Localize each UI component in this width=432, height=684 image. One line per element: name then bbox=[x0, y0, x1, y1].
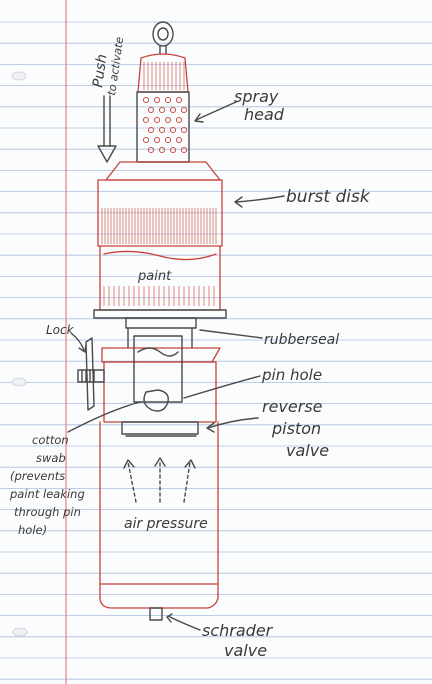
rubber-seal-label: rubberseal bbox=[264, 332, 339, 348]
push-label: Push bbox=[90, 53, 111, 88]
reverse-piston-valve-line3: valve bbox=[286, 441, 329, 460]
valve-housing bbox=[101, 327, 221, 437]
schrader-valve-label-line2: valve bbox=[224, 641, 267, 660]
schrader-valve-stem bbox=[149, 607, 163, 621]
spray-head-label-line2: head bbox=[244, 105, 285, 124]
rubber-seal bbox=[93, 309, 227, 329]
cotton-swab-label-line: cotton bbox=[32, 433, 69, 447]
pin-hole-label: pin hole bbox=[261, 366, 322, 384]
lock-bolt bbox=[77, 337, 105, 411]
paint-label: paint bbox=[137, 269, 172, 284]
spray-head-label-line1: spray bbox=[234, 87, 279, 106]
reverse-piston-valve-line2: piston bbox=[271, 419, 321, 438]
to-activate-label: to activate bbox=[105, 36, 126, 96]
cotton-swab-label-line: through pin bbox=[14, 505, 81, 519]
reverse-piston-valve-line1: reverse bbox=[262, 397, 323, 416]
cotton-swab-label-line: hole) bbox=[18, 523, 47, 537]
binder-hole-middle bbox=[11, 377, 27, 387]
schrader-valve-label-line1: schrader bbox=[202, 621, 274, 640]
air-pressure-arrows bbox=[123, 457, 196, 503]
air-chamber bbox=[99, 421, 219, 609]
top-cap bbox=[137, 53, 189, 93]
cotton-swab-label-line: paint leaking bbox=[9, 487, 85, 501]
burst-disk-collar bbox=[97, 161, 223, 247]
cotton-swab-label-line: swab bbox=[36, 451, 66, 465]
spray-head bbox=[136, 91, 190, 163]
cotton-swab-label-line: (prevents bbox=[10, 469, 65, 483]
spray-holes bbox=[142, 96, 188, 154]
air-pressure-label: air pressure bbox=[124, 516, 208, 532]
ruled-lines bbox=[0, 21, 432, 680]
paint-chamber: paint bbox=[99, 245, 221, 311]
push-arrow bbox=[97, 95, 117, 163]
binder-hole-top bbox=[11, 71, 27, 81]
leader-lines bbox=[67, 101, 285, 631]
binder-hole-bottom bbox=[12, 627, 28, 637]
burst-disk-label: burst disk bbox=[286, 187, 371, 207]
cotton-swab-label: cotton swab (prevents paint leaking through … bbox=[9, 433, 85, 537]
pull-ring bbox=[152, 21, 174, 55]
lock-label: Lock bbox=[46, 323, 75, 337]
